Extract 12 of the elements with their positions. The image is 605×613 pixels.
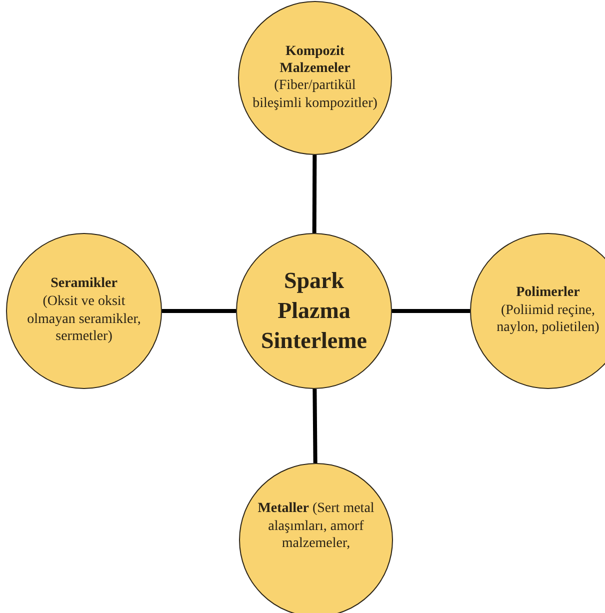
connector-line (312, 388, 318, 464)
circle-description: (Oksit ve oksit olmayan seramikler, sermetler) (26, 293, 142, 346)
connector-line (162, 309, 236, 313)
circle-heading: Kompozit Malzemeler (278, 44, 352, 78)
circle-heading: Spark Plazma Sinterleme (260, 267, 368, 355)
connector-line (392, 309, 470, 313)
circle-text: Metaller (Sert metal alaşımları, amorf malzemeler, (256, 500, 376, 552)
circle-heading: Polimerler (516, 285, 580, 302)
circle-heading: Seramikler (50, 276, 118, 294)
connector-line (312, 155, 317, 233)
circle-description: (Fiber/partikül bileşimli kompozitler) (252, 77, 378, 112)
circle-description: (Poliimid reçine, naylon, polietilen) (496, 302, 600, 337)
